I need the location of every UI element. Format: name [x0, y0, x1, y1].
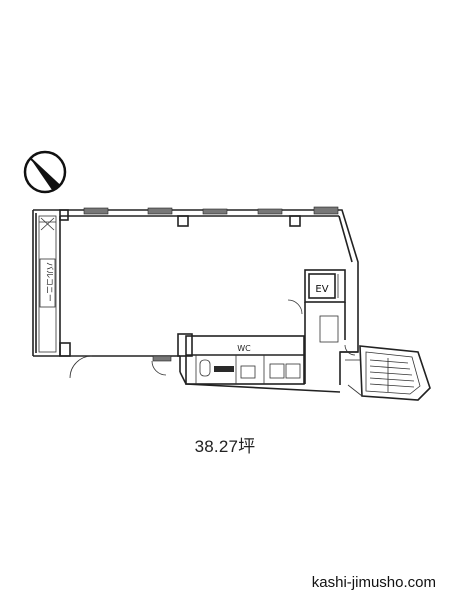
- balcony: [38, 215, 57, 353]
- elevator-shaft: [304, 269, 346, 384]
- floor-area-label: 38.27坪: [194, 437, 256, 456]
- outer-walls: [32, 209, 359, 393]
- wc-core: [185, 335, 305, 385]
- columns: [59, 209, 301, 357]
- balcony-label: バルコニー: [45, 262, 54, 302]
- site-url: kashi-jimusho.com: [311, 574, 436, 591]
- north-arrow-icon: [23, 150, 67, 194]
- staircase: [345, 345, 431, 401]
- ev-label: EV: [315, 284, 328, 295]
- windows: [83, 206, 339, 362]
- door-swings: [69, 299, 356, 379]
- wc-label: WC: [237, 344, 251, 353]
